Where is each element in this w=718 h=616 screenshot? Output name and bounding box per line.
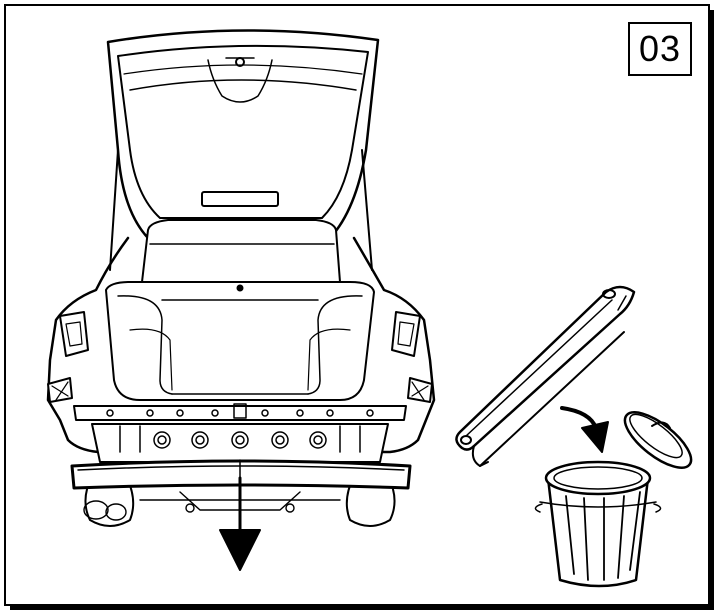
step-number-badge: 03 [628,22,692,76]
bumper-reinforcement-bar-icon [455,285,636,467]
curved-arrow-icon [560,406,609,453]
trash-can-icon [534,411,693,588]
car-rear-open-hatch-icon [46,29,436,527]
arrow-down-icon [219,476,261,571]
frame-shadow-right [708,10,714,608]
frame-shadow-bottom [10,604,714,610]
